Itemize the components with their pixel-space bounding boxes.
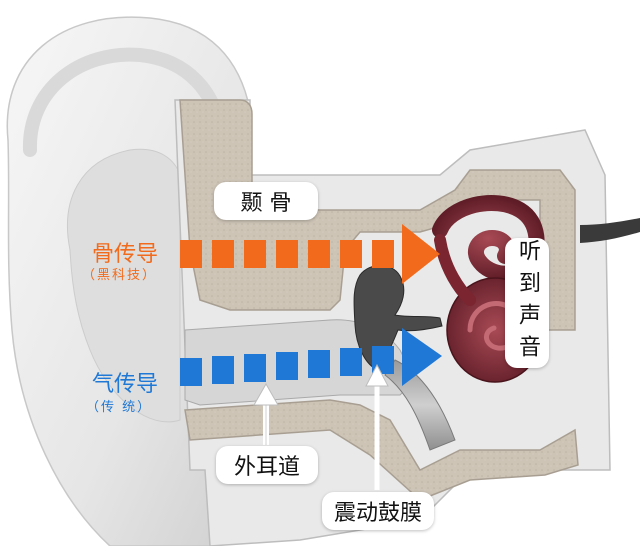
ear-canal-label: 外耳道	[216, 446, 318, 484]
ossicles	[353, 264, 443, 371]
air-conduction-arrow	[180, 328, 442, 386]
bone-conduction-sublabel: （黑科技）	[82, 268, 158, 283]
air-conduction-label: 气传导	[92, 372, 159, 397]
headphone-band	[580, 218, 640, 243]
eardrum-pointer	[365, 363, 389, 490]
hearing-label: 听到声音	[505, 238, 549, 368]
bone-conduction-arrow	[180, 224, 440, 284]
bone-conduction-label: 骨传导	[92, 242, 159, 267]
eardrum-label: 震动鼓膜	[322, 492, 434, 530]
eardrum-text: 震动鼓膜	[333, 501, 422, 526]
ear-canal-text: 外耳道	[233, 455, 300, 480]
temporal-bone-text: 颞 骨	[240, 191, 292, 216]
ear-canal-pointer	[253, 382, 279, 445]
hearing-text: 听到声音	[515, 239, 540, 367]
temporal-bone-label: 颞 骨	[214, 182, 318, 220]
air-conduction-sublabel: （传 统）	[86, 400, 153, 415]
